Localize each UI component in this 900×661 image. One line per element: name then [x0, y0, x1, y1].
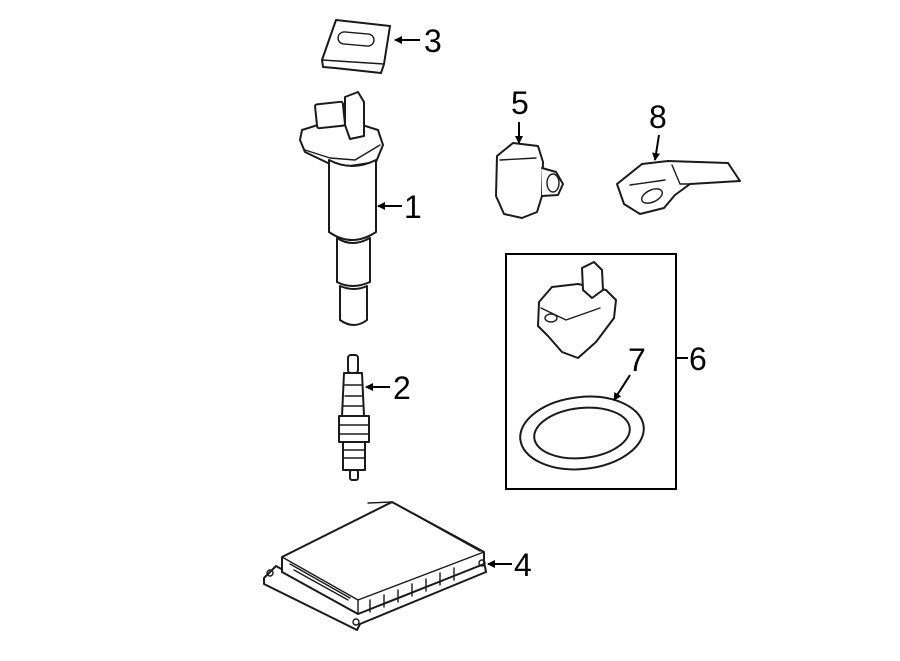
- callout-3: 3: [424, 23, 442, 59]
- sensor-part[interactable]: [495, 142, 564, 219]
- sensor-bracket-part[interactable]: [616, 160, 741, 215]
- callout-2: 2: [393, 370, 411, 406]
- callout-6: 6: [689, 341, 707, 377]
- spark-plug-part[interactable]: [338, 354, 370, 481]
- callout-1: 1: [404, 189, 422, 225]
- kit-box: [505, 253, 677, 490]
- callout-4: 4: [514, 547, 532, 583]
- callout-5: 5: [511, 85, 529, 121]
- o-ring-part[interactable]: [517, 391, 648, 476]
- callout-7: 7: [628, 342, 646, 378]
- coil-bracket-part[interactable]: [321, 19, 391, 74]
- ecm-part[interactable]: [263, 501, 487, 631]
- leader-8: [652, 134, 661, 161]
- callout-8: 8: [649, 99, 667, 135]
- kit-sensor-part[interactable]: [537, 261, 617, 359]
- leader-7: [613, 374, 631, 401]
- ignition-coil-part[interactable]: [299, 91, 384, 326]
